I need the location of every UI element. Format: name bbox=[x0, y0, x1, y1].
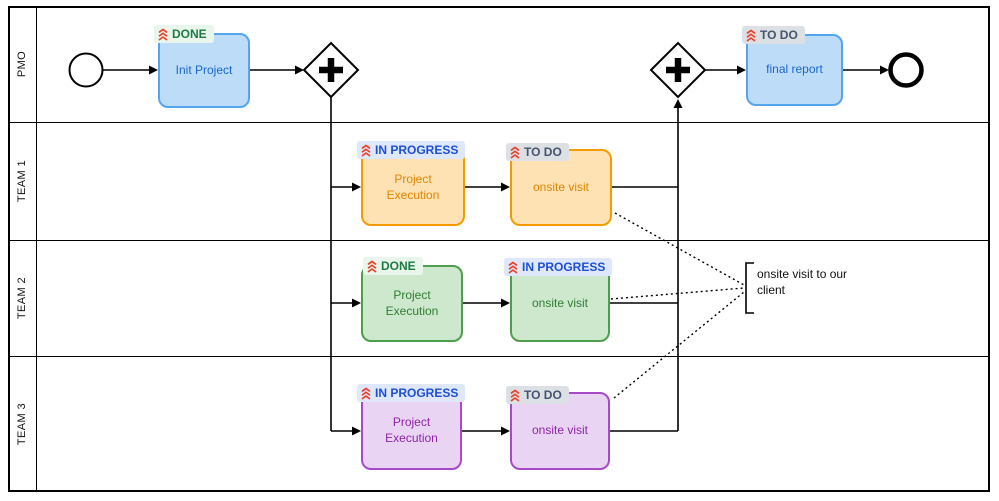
status-label: TO DO bbox=[524, 145, 562, 159]
status-label: TO DO bbox=[524, 388, 562, 402]
lane-divider bbox=[8, 240, 990, 241]
priority-highest-icon bbox=[746, 29, 756, 42]
task-label: Project Execution bbox=[385, 287, 439, 318]
task-final-report: final report bbox=[746, 34, 843, 106]
task-label: onsite visit bbox=[531, 423, 589, 438]
task-team2-onsite: onsite visit bbox=[510, 265, 610, 342]
flow-arrowheads bbox=[149, 65, 889, 436]
status-label: IN PROGRESS bbox=[522, 260, 606, 274]
task-label: onsite visit bbox=[532, 179, 590, 194]
status-badge-team3-execution: IN PROGRESS bbox=[357, 384, 466, 402]
priority-highest-icon bbox=[361, 144, 371, 157]
task-team1-execution: Project Execution bbox=[361, 149, 465, 226]
status-badge-team1-execution: IN PROGRESS bbox=[357, 141, 466, 159]
lane-label-column bbox=[8, 6, 37, 492]
annotation-bracket bbox=[745, 262, 754, 314]
priority-highest-icon bbox=[510, 146, 520, 159]
priority-highest-icon bbox=[158, 28, 168, 41]
status-label: TO DO bbox=[760, 28, 798, 42]
status-badge-init-project: DONE bbox=[154, 25, 214, 43]
priority-highest-icon bbox=[367, 260, 377, 273]
parallel-gateway-split bbox=[302, 41, 360, 99]
priority-highest-icon bbox=[508, 261, 518, 274]
status-badge-team2-onsite: IN PROGRESS bbox=[504, 258, 613, 276]
start-event bbox=[68, 52, 104, 88]
status-badge-team2-execution: DONE bbox=[363, 257, 423, 275]
priority-highest-icon bbox=[510, 389, 520, 402]
status-label: IN PROGRESS bbox=[375, 143, 459, 157]
status-label: DONE bbox=[381, 259, 416, 273]
status-label: DONE bbox=[172, 27, 207, 41]
status-badge-team1-onsite: TO DO bbox=[506, 143, 569, 161]
status-badge-final-report: TO DO bbox=[742, 26, 805, 44]
status-badge-team3-onsite: TO DO bbox=[506, 386, 569, 404]
lane-divider bbox=[8, 122, 990, 123]
task-team3-execution: Project Execution bbox=[361, 392, 462, 470]
annotation-text: onsite visit to our client bbox=[757, 267, 848, 297]
task-label: Project Execution bbox=[385, 415, 438, 445]
task-team2-execution: Project Execution bbox=[361, 265, 463, 342]
lane-divider bbox=[8, 356, 990, 357]
task-label: onsite visit bbox=[531, 295, 589, 310]
task-label: final report bbox=[766, 62, 823, 77]
priority-highest-icon bbox=[361, 387, 371, 400]
bpmn-pool bbox=[8, 6, 990, 492]
flow-lines bbox=[103, 69, 881, 432]
task-label: Init Project bbox=[175, 62, 233, 77]
task-init-project: Init Project bbox=[158, 33, 250, 108]
end-event bbox=[888, 52, 924, 88]
parallel-gateway-join bbox=[649, 41, 707, 99]
status-label: IN PROGRESS bbox=[375, 386, 459, 400]
task-team1-onsite: onsite visit bbox=[510, 149, 612, 226]
task-label: Project Execution bbox=[386, 171, 440, 202]
association-lines bbox=[610, 212, 745, 399]
